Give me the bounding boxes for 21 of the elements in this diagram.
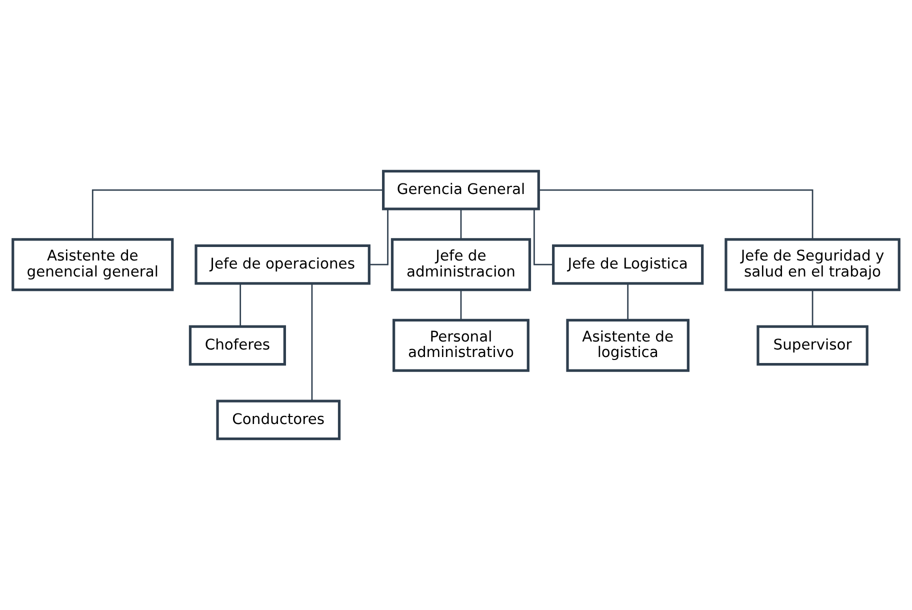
node-box: Choferes bbox=[188, 325, 286, 366]
node-box: Asistente de genencial general bbox=[12, 238, 174, 292]
connector bbox=[311, 284, 313, 401]
connector bbox=[92, 189, 384, 240]
connector bbox=[460, 290, 462, 320]
node-box: Jefe de Seguridad y salud en el trabajo bbox=[724, 238, 900, 292]
connector bbox=[534, 209, 554, 266]
node-box: Jefe de operaciones bbox=[194, 244, 370, 285]
node-box: Asistente de logistica bbox=[566, 318, 690, 372]
node-box: Jefe de administracion bbox=[390, 238, 532, 292]
node-box: Gerencia General bbox=[382, 170, 540, 210]
connector bbox=[369, 209, 388, 266]
node-box: Conductores bbox=[216, 400, 341, 440]
connector bbox=[539, 189, 814, 240]
connector bbox=[812, 290, 814, 326]
connector bbox=[460, 209, 462, 240]
connector bbox=[627, 284, 629, 320]
node-box: Jefe de Logistica bbox=[552, 244, 704, 285]
node-box: Personal administrativo bbox=[392, 318, 530, 372]
connector bbox=[240, 284, 242, 326]
node-box: Supervisor bbox=[756, 325, 868, 366]
